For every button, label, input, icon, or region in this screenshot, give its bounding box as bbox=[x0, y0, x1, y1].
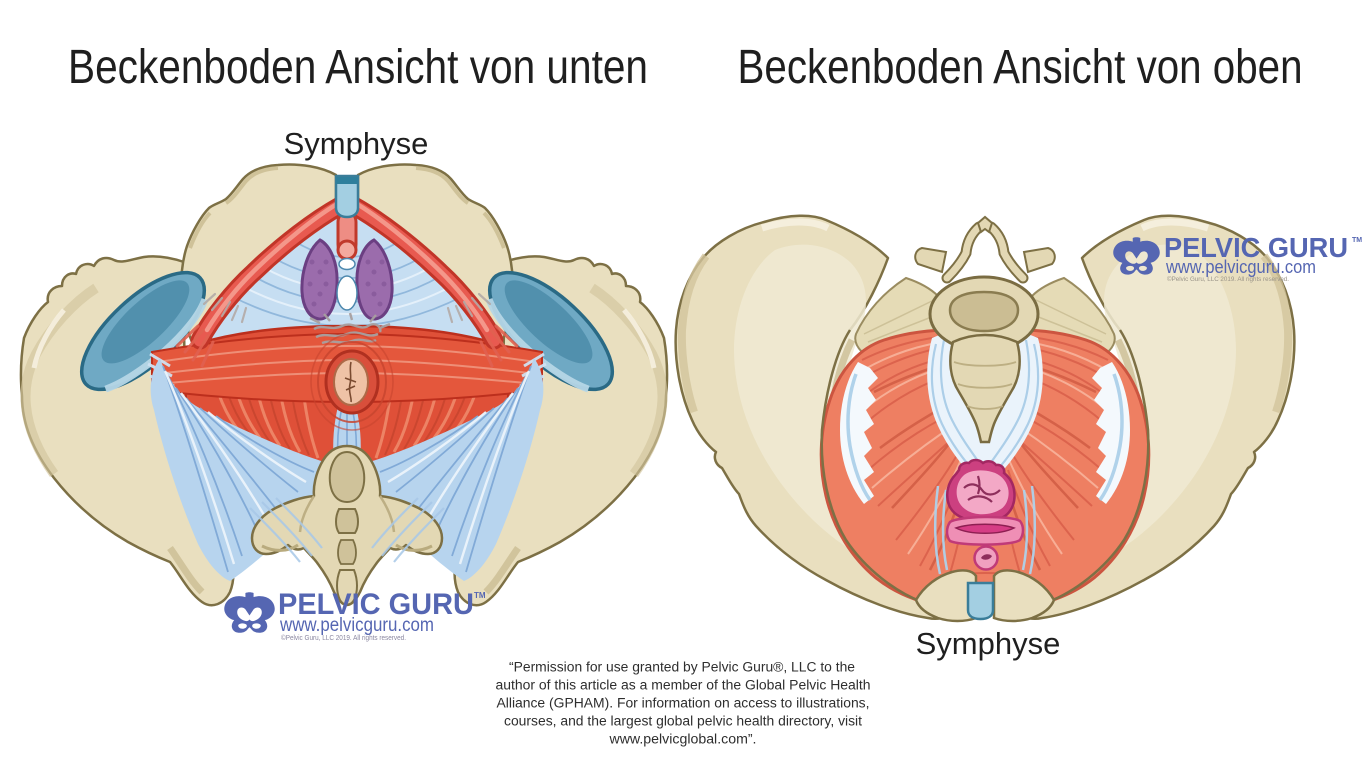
svg-text:Beckenboden Ansicht von oben: Beckenboden Ansicht von oben bbox=[738, 41, 1303, 94]
svg-text:TM: TM bbox=[1352, 237, 1362, 244]
svg-text:author of this article as a me: author of this article as a member of th… bbox=[496, 678, 871, 694]
svg-text:TM: TM bbox=[474, 591, 486, 600]
svg-text:Alliance (GPHAM). For informat: Alliance (GPHAM). For information on acc… bbox=[497, 696, 870, 712]
svg-text:www.pelvicglobal.com”.: www.pelvicglobal.com”. bbox=[609, 732, 757, 748]
svg-text:www.pelvicguru.com: www.pelvicguru.com bbox=[1165, 257, 1316, 277]
svg-text:PELVIC GURU: PELVIC GURU bbox=[278, 588, 474, 621]
svg-text:PELVIC GURU: PELVIC GURU bbox=[1164, 232, 1348, 263]
svg-text:Beckenboden Ansicht von unten: Beckenboden Ansicht von unten bbox=[68, 41, 648, 94]
svg-text:©Pelvic Guru, LLC 2019. All ri: ©Pelvic Guru, LLC 2019. All rights reser… bbox=[281, 634, 406, 642]
svg-text:©Pelvic Guru, LLC 2019. All ri: ©Pelvic Guru, LLC 2019. All rights reser… bbox=[1167, 275, 1289, 283]
svg-text:www.pelvicguru.com: www.pelvicguru.com bbox=[279, 615, 434, 636]
svg-text:courses, and the largest globa: courses, and the largest global pelvic h… bbox=[504, 714, 862, 730]
svg-text:Symphyse: Symphyse bbox=[916, 626, 1061, 661]
svg-text:“Permission for use granted by: “Permission for use granted by Pelvic Gu… bbox=[509, 660, 855, 676]
svg-text:Symphyse: Symphyse bbox=[284, 126, 429, 161]
